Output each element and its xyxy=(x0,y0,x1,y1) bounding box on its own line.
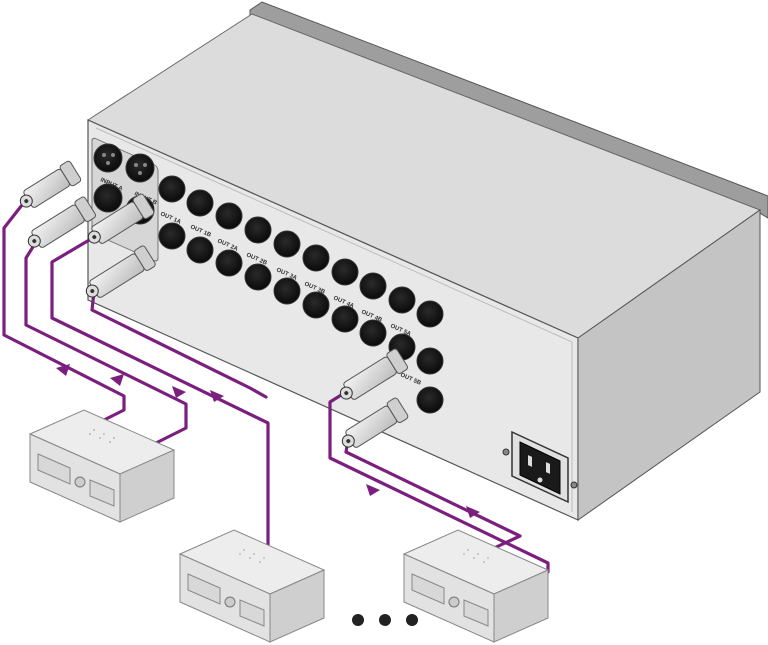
arrow-icon xyxy=(366,484,380,496)
xlr-out-connector[interactable] xyxy=(388,286,416,314)
xlr-out-connector[interactable] xyxy=(244,263,272,291)
xlr-plug-icon xyxy=(341,397,409,448)
xlr-out-connector[interactable] xyxy=(273,277,301,305)
xlr-out-connector[interactable] xyxy=(215,202,243,230)
arrow-icon xyxy=(56,364,70,376)
audio-receiver-icon xyxy=(402,529,550,643)
xlr-plug-icon xyxy=(85,245,156,298)
out-bottom-row xyxy=(158,222,444,414)
cable-input-b2 xyxy=(90,290,268,399)
audio-receiver-icon xyxy=(28,409,176,523)
arrow-icon xyxy=(466,506,480,518)
arrow-icon xyxy=(210,390,224,402)
xlr-out-connector[interactable] xyxy=(186,189,214,217)
xlr-out-connector[interactable] xyxy=(416,300,444,328)
cable-input-b xyxy=(24,240,188,448)
xlr-plug-icon xyxy=(339,348,409,400)
xlr-out-connector[interactable] xyxy=(215,249,243,277)
arrow-icon xyxy=(172,386,186,398)
xlr-out-connector[interactable] xyxy=(186,236,214,264)
input-a-connector[interactable] xyxy=(93,143,123,173)
chassis-side xyxy=(577,209,761,521)
xlr-plug-icon xyxy=(19,160,82,208)
xlr-out-connector[interactable] xyxy=(244,216,272,244)
xlr-out-connector[interactable] xyxy=(302,291,330,319)
arrow-icon xyxy=(110,374,124,386)
xlr-out-connector[interactable] xyxy=(158,222,186,250)
cable-input-a xyxy=(2,203,126,454)
xlr-out-connector[interactable] xyxy=(331,258,359,286)
xlr-out-connector[interactable] xyxy=(416,347,444,375)
xlr-out-connector[interactable] xyxy=(158,175,186,203)
xlr-out-connector[interactable] xyxy=(302,244,330,272)
xlr-out-connector[interactable] xyxy=(273,230,301,258)
xlr-plug-icon xyxy=(27,196,97,248)
input-a2-connector[interactable] xyxy=(93,183,123,213)
xlr-out-connector[interactable] xyxy=(416,386,444,414)
xlr-out-connector[interactable] xyxy=(331,305,359,333)
xlr-out-connector[interactable] xyxy=(359,272,387,300)
cable-plugs xyxy=(19,160,409,448)
cables xyxy=(2,203,550,585)
audio-receiver-icon xyxy=(178,529,326,643)
switcher-unit: INPUT A INPUT B xyxy=(86,1,768,521)
xlr-plug-icon xyxy=(87,193,155,244)
input-b-connector[interactable] xyxy=(125,153,155,183)
ellipsis-icon xyxy=(352,614,418,626)
out-top-row xyxy=(158,175,444,328)
iec-power-inlet-icon[interactable] xyxy=(502,430,578,504)
xlr-out-connector[interactable] xyxy=(359,319,387,347)
signal-arrows xyxy=(56,364,480,518)
